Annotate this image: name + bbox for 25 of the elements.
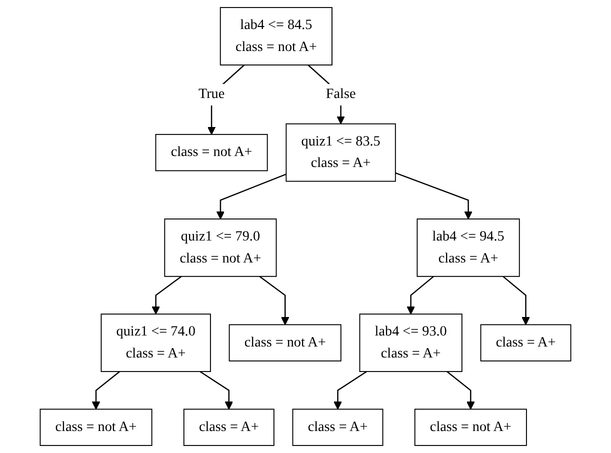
node-box: quiz1 <= 74.0 class = A+ (100, 314, 211, 372)
arrow (334, 371, 368, 410)
arrow (200, 371, 234, 410)
arrow (395, 172, 472, 220)
arrow (152, 276, 182, 314)
node-box: class = A+ (480, 324, 572, 362)
edge-label: True (198, 86, 225, 102)
node-box: quiz1 <= 83.5 class = A+ (286, 123, 396, 182)
arrow (502, 276, 530, 326)
node-box: class = not A+ (228, 324, 342, 362)
node-box: lab4 <= 84.5 class = not A+ (220, 7, 332, 66)
arrow (406, 276, 434, 314)
node-box: quiz1 <= 79.0 class = not A+ (164, 218, 277, 277)
arrow (216, 174, 286, 220)
node-box: class = not A+ (40, 408, 152, 446)
node-box: class = A+ (183, 408, 274, 446)
node-box: class = not A+ (414, 408, 527, 446)
node-box: lab4 <= 93.0 class = A+ (359, 314, 462, 372)
arrow (259, 276, 290, 326)
node-box: class = A+ (292, 408, 384, 446)
node-box: class = not A+ (155, 134, 268, 172)
edge-label: False (326, 86, 356, 102)
arrow (92, 371, 120, 410)
node-box: lab4 <= 94.5 class = A+ (416, 218, 520, 277)
arrow (446, 371, 475, 410)
